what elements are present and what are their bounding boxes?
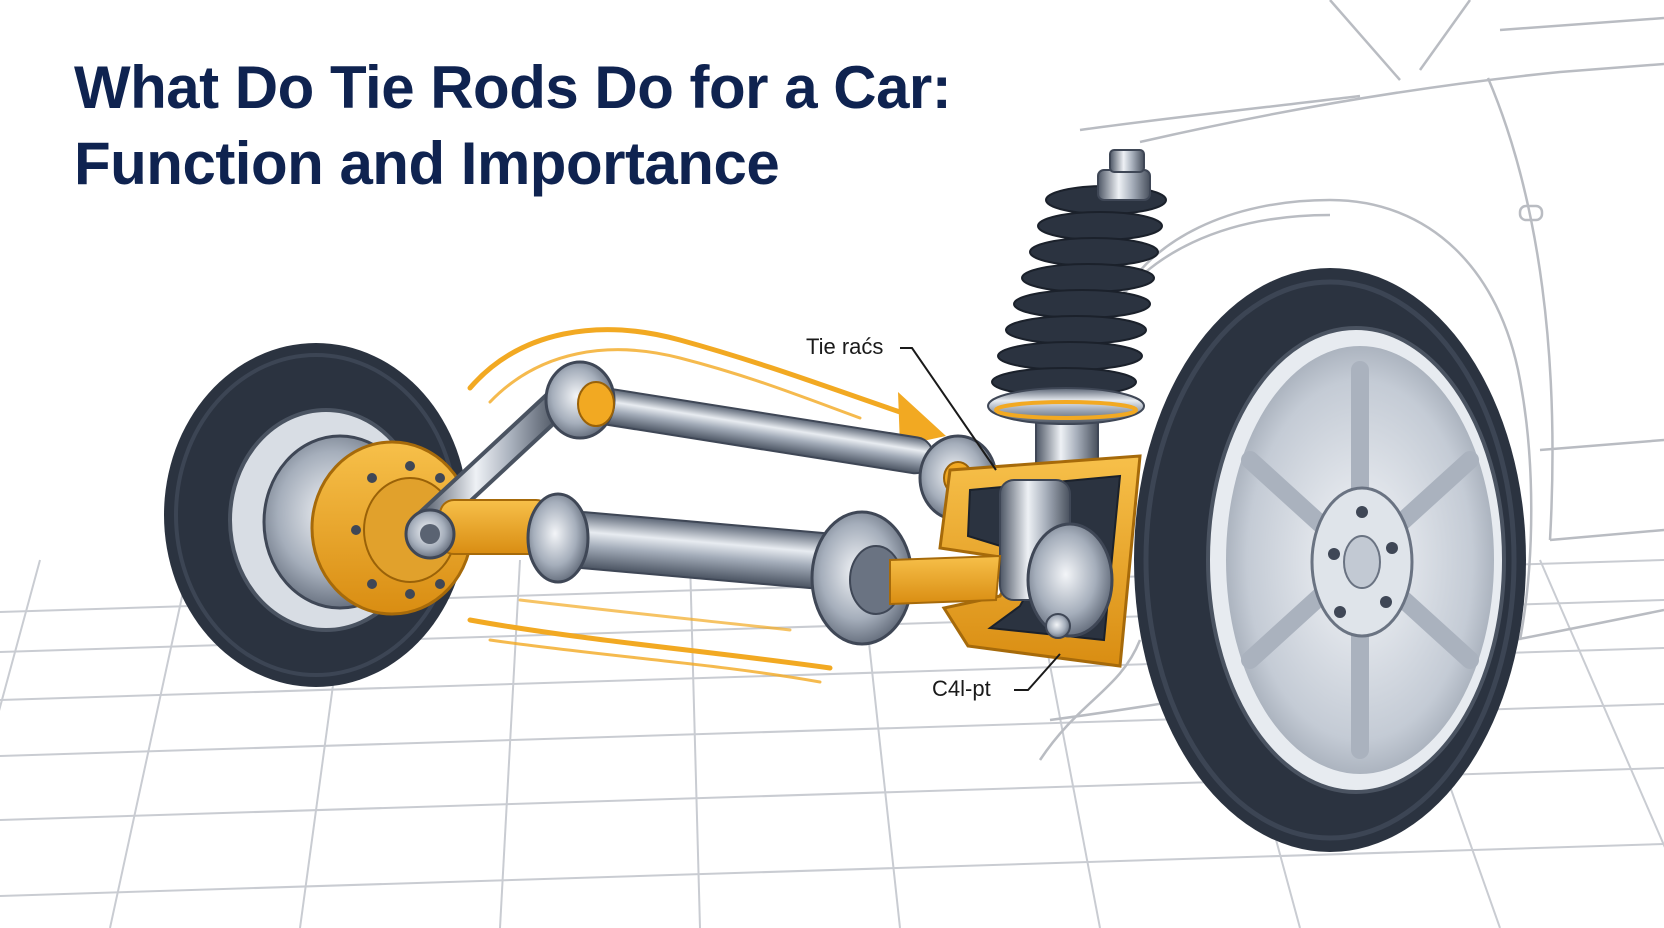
lower-tie-rod <box>404 492 914 646</box>
title-line-2: Function and Importance <box>74 130 780 197</box>
callout-c4l-pt-label: C4l-pt <box>932 676 991 701</box>
page-title: What Do Tie Rods Do for a Car: Function … <box>74 50 952 202</box>
title-line-1: What Do Tie Rods Do for a Car: <box>74 54 952 121</box>
car-body-outline <box>1038 0 1664 761</box>
steering-knuckle <box>889 454 1142 668</box>
callout-tie-rods-label: Tie raćs <box>806 334 884 359</box>
motion-lines <box>467 327 903 684</box>
right-wheel <box>1134 268 1526 852</box>
motion-arrow-icon <box>898 392 946 446</box>
callout-leader-lines <box>900 347 1061 691</box>
